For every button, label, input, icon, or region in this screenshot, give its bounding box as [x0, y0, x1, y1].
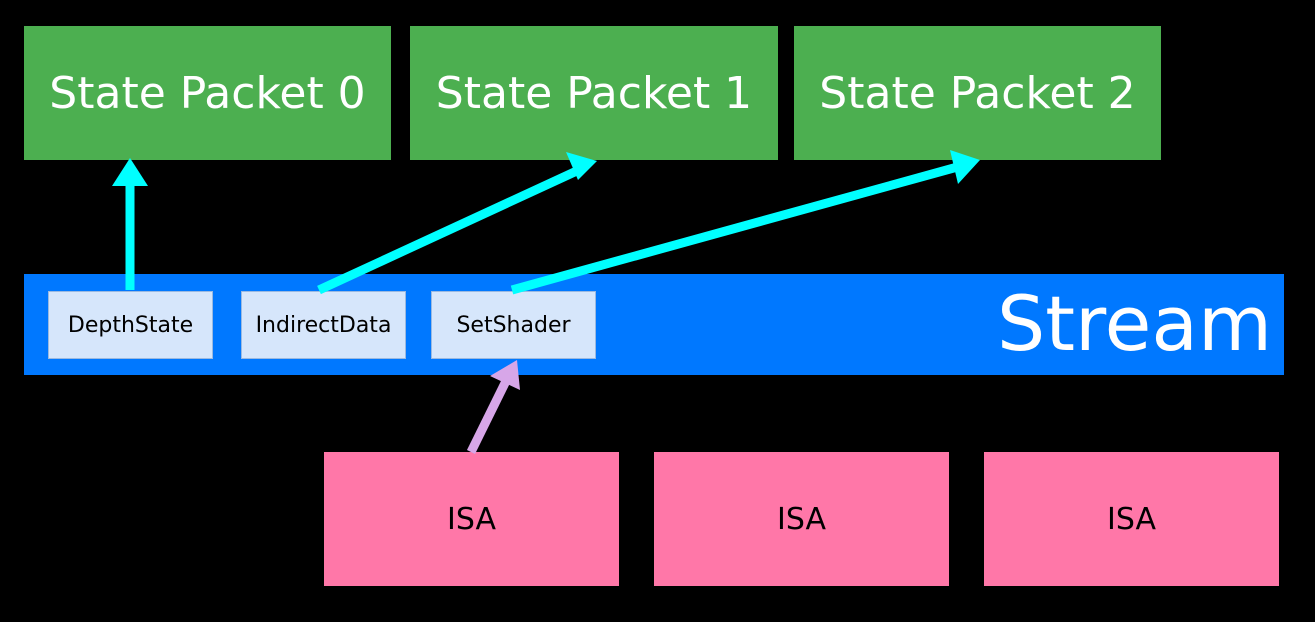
- arrow-isa-to-set-shader: [466, 379, 511, 454]
- stream-label: Stream: [997, 279, 1272, 368]
- arrowhead-packet-1: [566, 152, 597, 180]
- isa-block-1: ISA: [654, 452, 949, 586]
- arrowhead-packet-2: [950, 150, 980, 184]
- command-indirect-data-label: IndirectData: [255, 312, 392, 338]
- state-packet-0-label: State Packet 0: [49, 67, 366, 119]
- arrowhead-packet-0: [112, 158, 148, 186]
- state-packet-1: State Packet 1: [410, 26, 778, 160]
- state-packet-2: State Packet 2: [794, 26, 1161, 160]
- state-packet-1-label: State Packet 1: [435, 67, 753, 119]
- isa-block-1-label: ISA: [777, 501, 826, 537]
- command-indirect-data: IndirectData: [241, 291, 406, 359]
- isa-block-0-label: ISA: [447, 501, 496, 537]
- arrowhead-set-shader: [490, 360, 520, 390]
- command-depth-state-label: DepthState: [67, 312, 194, 338]
- command-depth-state: DepthState: [48, 291, 213, 359]
- stream-bar: DepthState IndirectData SetShader Stream: [24, 274, 1284, 375]
- arrow-indirect-data-to-packet-1: [317, 164, 583, 295]
- arrow-set-shader-to-packet-2: [510, 161, 963, 295]
- command-set-shader-label: SetShader: [456, 312, 571, 338]
- state-packet-0: State Packet 0: [24, 26, 391, 160]
- state-packet-2-label: State Packet 2: [819, 67, 1136, 119]
- isa-block-0: ISA: [324, 452, 619, 586]
- isa-block-2: ISA: [984, 452, 1279, 586]
- isa-block-2-label: ISA: [1107, 501, 1156, 537]
